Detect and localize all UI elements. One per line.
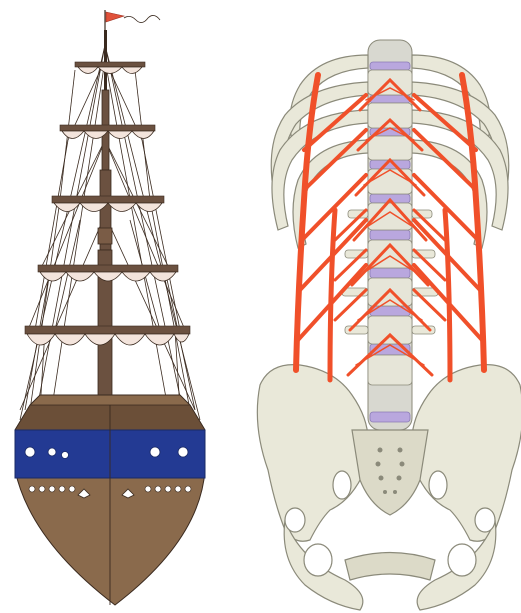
spine-illustration: [240, 0, 521, 613]
flag: [105, 10, 160, 32]
ship-illustration: [0, 0, 230, 613]
ship-panel: [0, 0, 230, 613]
ship-hull: [15, 395, 205, 605]
spine-panel: [240, 0, 521, 613]
